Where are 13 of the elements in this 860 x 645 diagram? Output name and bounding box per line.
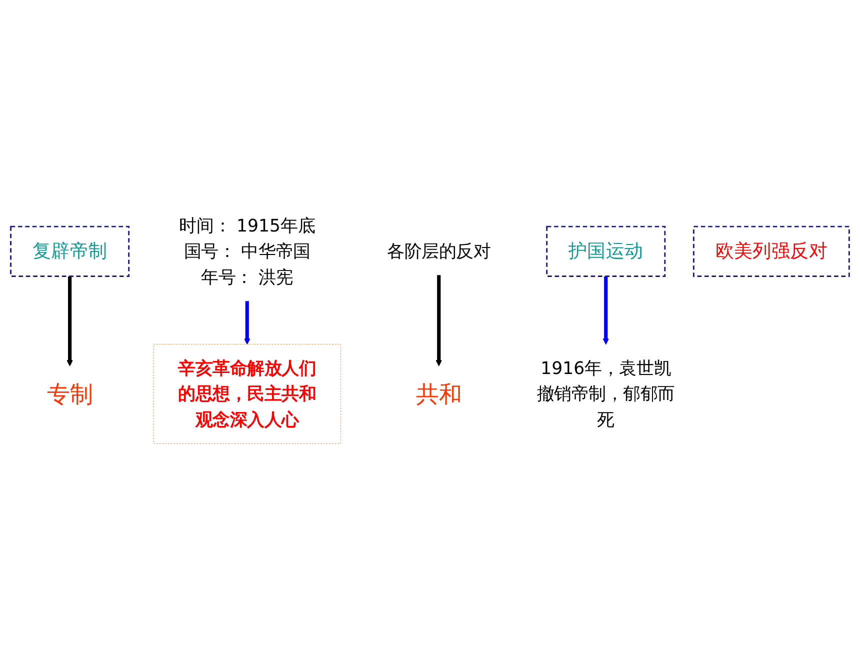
node-box: 护国运动	[546, 226, 666, 277]
node-box: 辛亥革命解放人们的思想，民主共和观念深入人心	[153, 344, 342, 444]
node-text: 共和	[416, 380, 462, 408]
node-text: 时间： 1915年底 国号： 中华帝国 年号： 洪宪	[179, 215, 316, 288]
arrow	[436, 275, 442, 366]
arrow	[244, 300, 250, 344]
arrow	[602, 276, 610, 344]
arrow	[66, 276, 73, 366]
node-box: 欧美列强反对	[693, 226, 850, 277]
node-text: 1916年，袁世凯撤销帝制，郁郁而死	[536, 358, 675, 430]
node-box: 复辟帝制	[10, 226, 130, 277]
node-text: 各阶层的反对	[387, 241, 491, 262]
node-text: 专制	[46, 380, 93, 408]
